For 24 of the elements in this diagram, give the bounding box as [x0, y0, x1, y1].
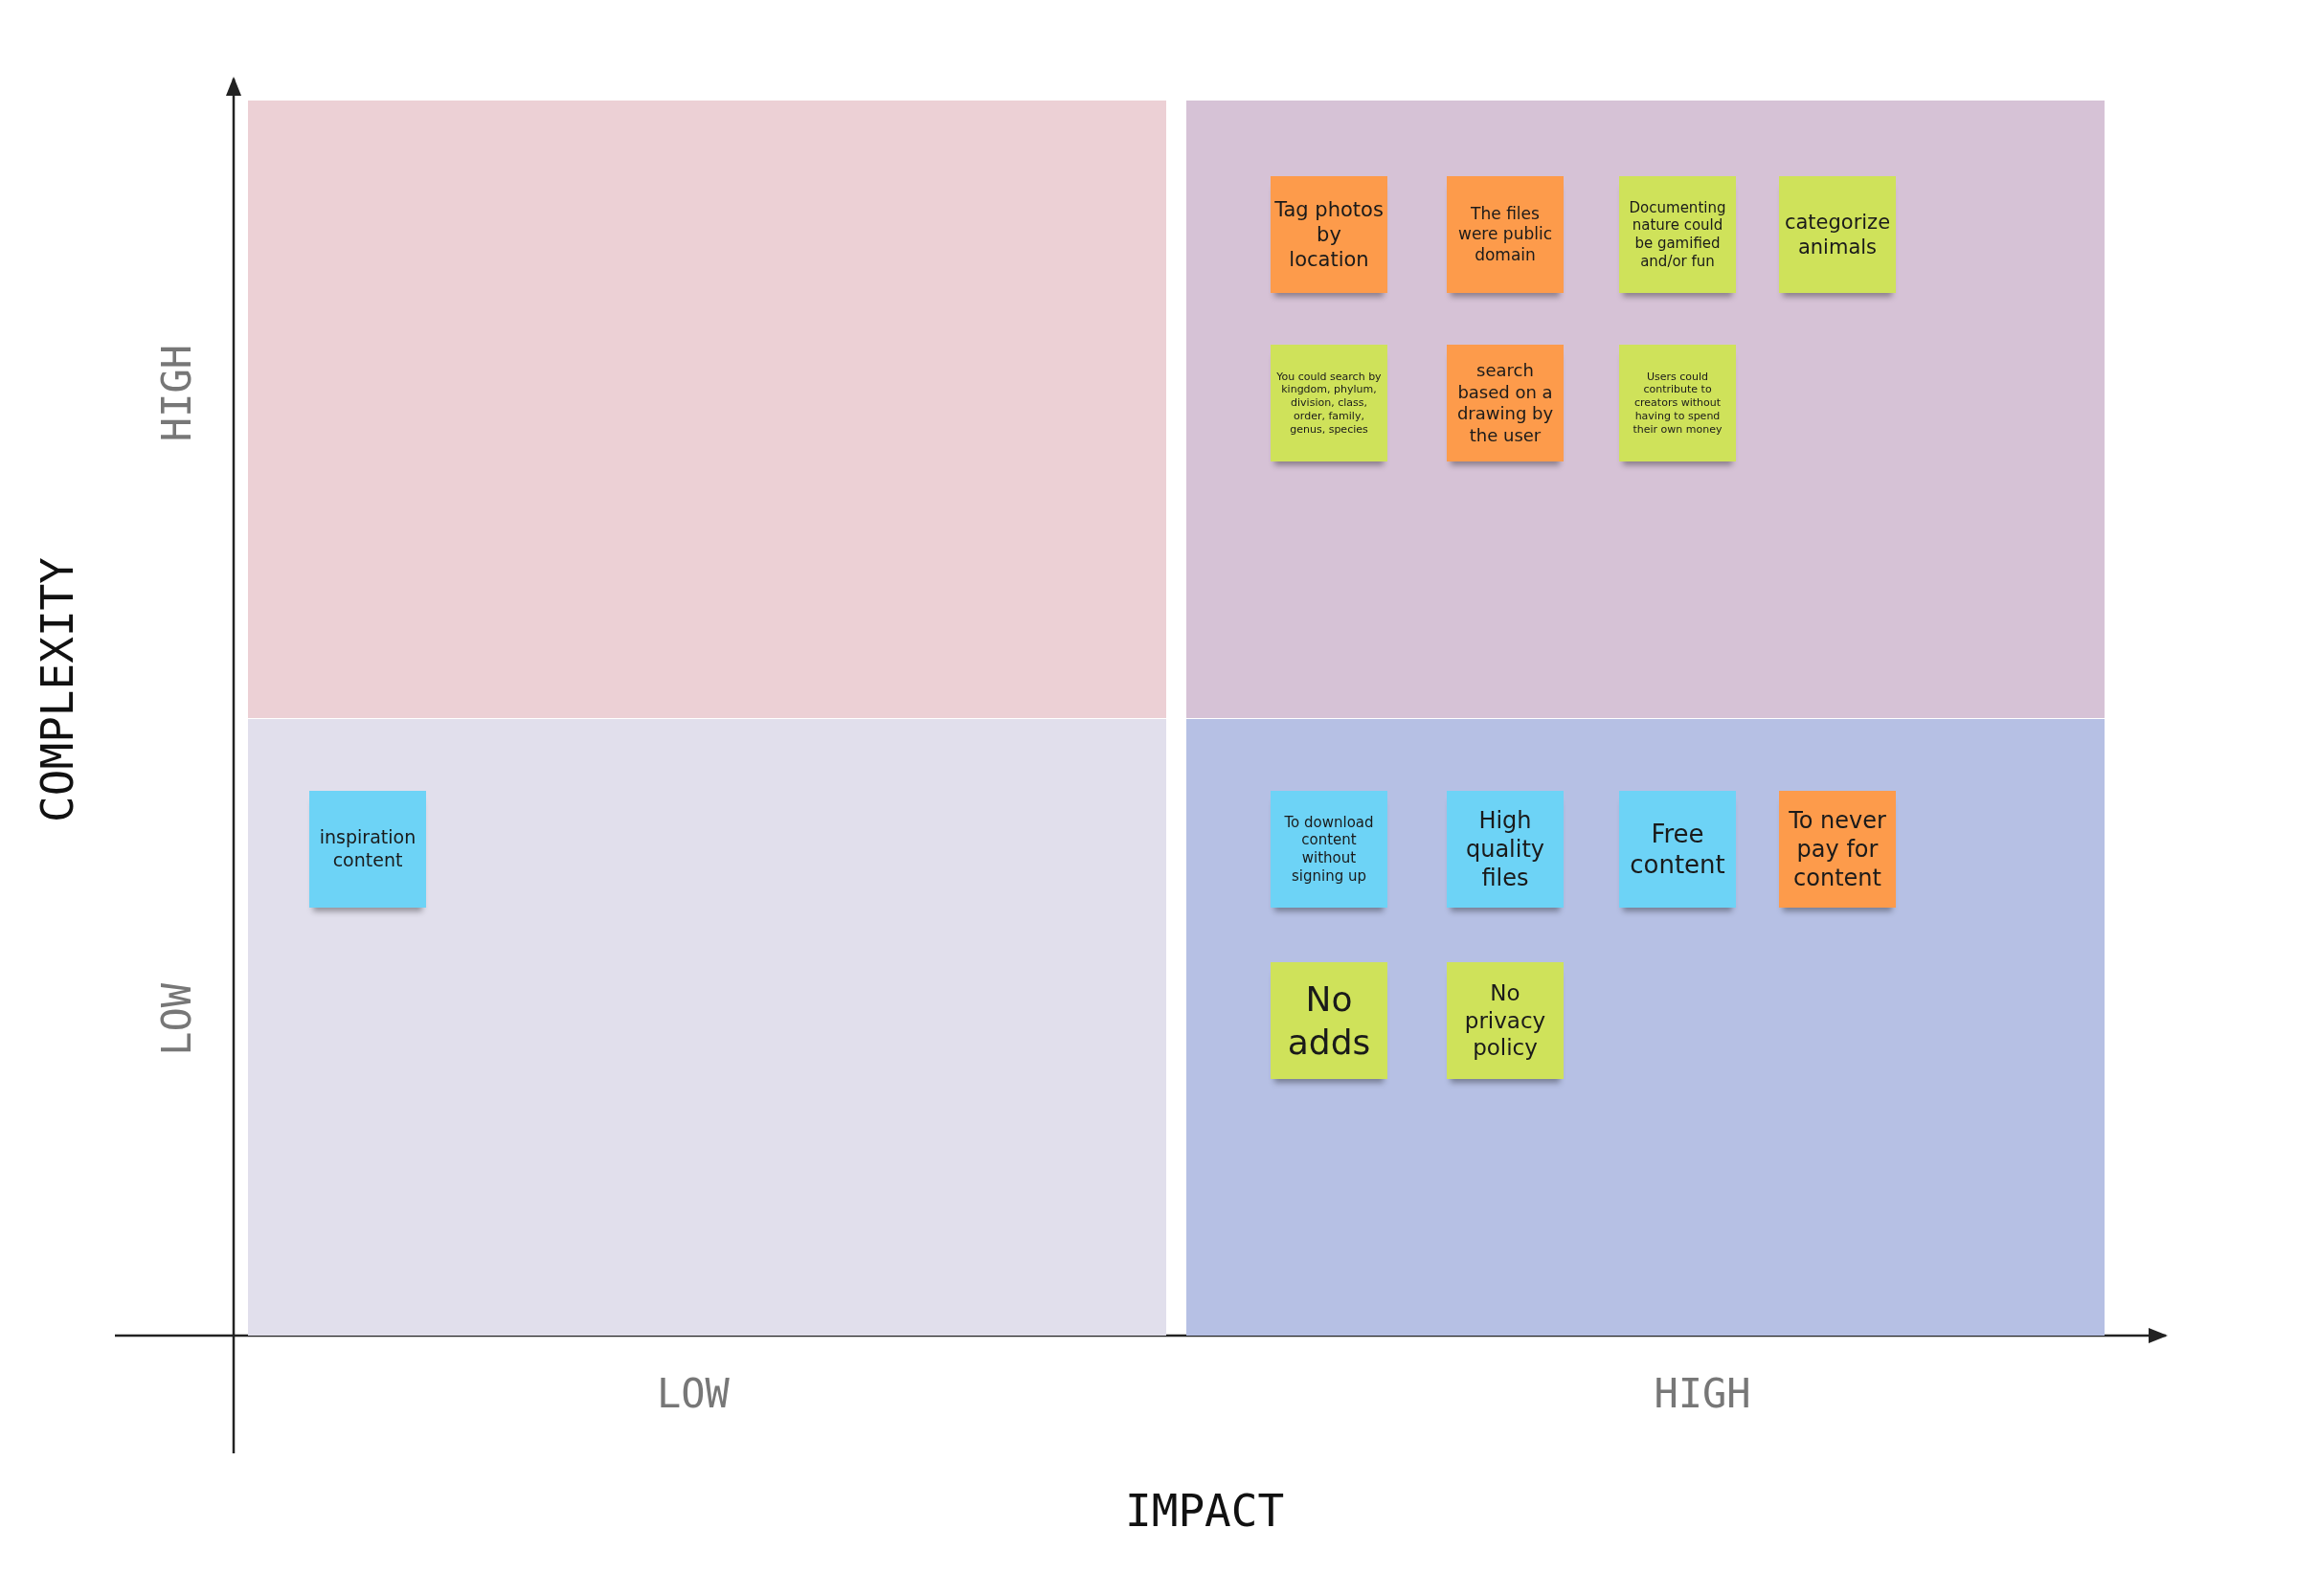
sticky-note: Users could contribute to creators without having to spend their own money: [1619, 345, 1736, 461]
quadrant-panel: [1186, 719, 2105, 1336]
axis-tick-label: LOW: [152, 983, 200, 1056]
sticky-note: search based on a drawing by the user: [1447, 345, 1564, 461]
axis-tick-label: HIGH: [1654, 1369, 1751, 1417]
axis-title: IMPACT: [1125, 1485, 1285, 1537]
sticky-note: Free content: [1619, 791, 1736, 908]
quadrant-panel: [248, 101, 1166, 718]
axis-tick-label: LOW: [657, 1369, 730, 1417]
sticky-note: To download content without signing up: [1271, 791, 1387, 908]
sticky-note: No privacy policy: [1447, 962, 1564, 1079]
quadrant-panel: [248, 719, 1166, 1336]
sticky-note: You could search by kingdom, phylum, division, class, order, family, genus, species: [1271, 345, 1387, 461]
sticky-note: categorize animals: [1779, 176, 1896, 293]
sticky-note: High quality files: [1447, 791, 1564, 908]
sticky-note: No adds: [1271, 962, 1387, 1079]
sticky-note: inspiration content: [309, 791, 426, 908]
quadrant-panel: [1186, 101, 2105, 718]
sticky-note: The files were public domain: [1447, 176, 1564, 293]
sticky-note: Tag photos by location: [1271, 176, 1387, 293]
axis-title: COMPLEXITY: [32, 556, 83, 822]
axis-tick-label: HIGH: [152, 344, 200, 441]
sticky-note: Documenting nature could be gamified and/or fun: [1619, 176, 1736, 293]
sticky-note: To never pay for content: [1779, 791, 1896, 908]
